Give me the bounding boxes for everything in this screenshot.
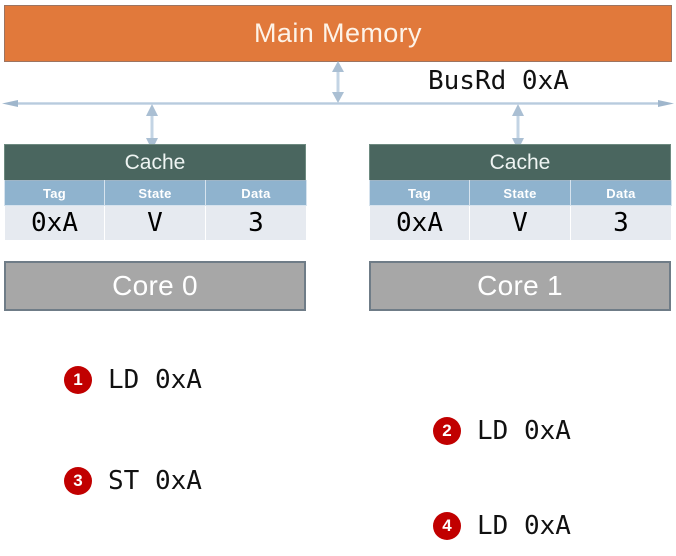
arrow-left-icon [2, 100, 18, 107]
cache-1-header-state: State [469, 180, 571, 206]
step-3-instruction: ST 0xA [108, 466, 202, 496]
step-item-1: 1 LD 0xA [64, 365, 202, 395]
cache-1-tag-value: 0xA [369, 205, 470, 241]
core-block-1: Core 1 [369, 261, 671, 311]
cache-0-tag-value: 0xA [4, 205, 105, 241]
main-memory-block: Main Memory [4, 5, 672, 62]
step-1-badge: 1 [64, 366, 92, 394]
cache-0-header-data: Data [205, 180, 307, 206]
cache-block-1: Cache Tag State Data 0xA V 3 [369, 144, 672, 241]
cache-0-header-row: Tag State Data [4, 180, 307, 206]
cache-0-title: Cache [4, 144, 306, 180]
main-memory-label: Main Memory [254, 18, 422, 48]
step-1-instruction: LD 0xA [108, 365, 202, 395]
core-block-0: Core 0 [4, 261, 306, 311]
step-item-2: 2 LD 0xA [433, 416, 571, 446]
arrow-right-icon [658, 100, 674, 107]
cache-0-table: Tag State Data 0xA V 3 [4, 180, 307, 241]
cache-1-state-value: V [469, 205, 571, 241]
cache-0-header-tag: Tag [4, 180, 105, 206]
cache-0-data-value: 3 [205, 205, 307, 241]
cache-1-header-tag: Tag [369, 180, 470, 206]
step-2-instruction: LD 0xA [477, 416, 571, 446]
step-4-instruction: LD 0xA [477, 511, 571, 541]
cache-0-state-value: V [104, 205, 206, 241]
step-item-4: 4 LD 0xA [433, 511, 571, 541]
step-4-badge: 4 [433, 512, 461, 540]
connector-memory-to-bus [332, 61, 344, 103]
cache-1-table: Tag State Data 0xA V 3 [369, 180, 672, 241]
core-0-label: Core 0 [112, 270, 198, 301]
step-item-3: 3 ST 0xA [64, 466, 202, 496]
cache-1-data-value: 3 [570, 205, 672, 241]
cache-1-header-data: Data [570, 180, 672, 206]
cache-block-0: Cache Tag State Data 0xA V 3 [4, 144, 307, 241]
step-2-badge: 2 [433, 417, 461, 445]
cache-0-row: 0xA V 3 [4, 205, 307, 241]
cache-1-row: 0xA V 3 [369, 205, 672, 241]
system-bus-line [2, 100, 674, 107]
bus-transaction-label: BusRd 0xA [428, 66, 569, 96]
step-3-badge: 3 [64, 467, 92, 495]
cache-1-title: Cache [369, 144, 671, 180]
cache-0-header-state: State [104, 180, 206, 206]
core-1-label: Core 1 [477, 270, 563, 301]
cache-1-header-row: Tag State Data [369, 180, 672, 206]
